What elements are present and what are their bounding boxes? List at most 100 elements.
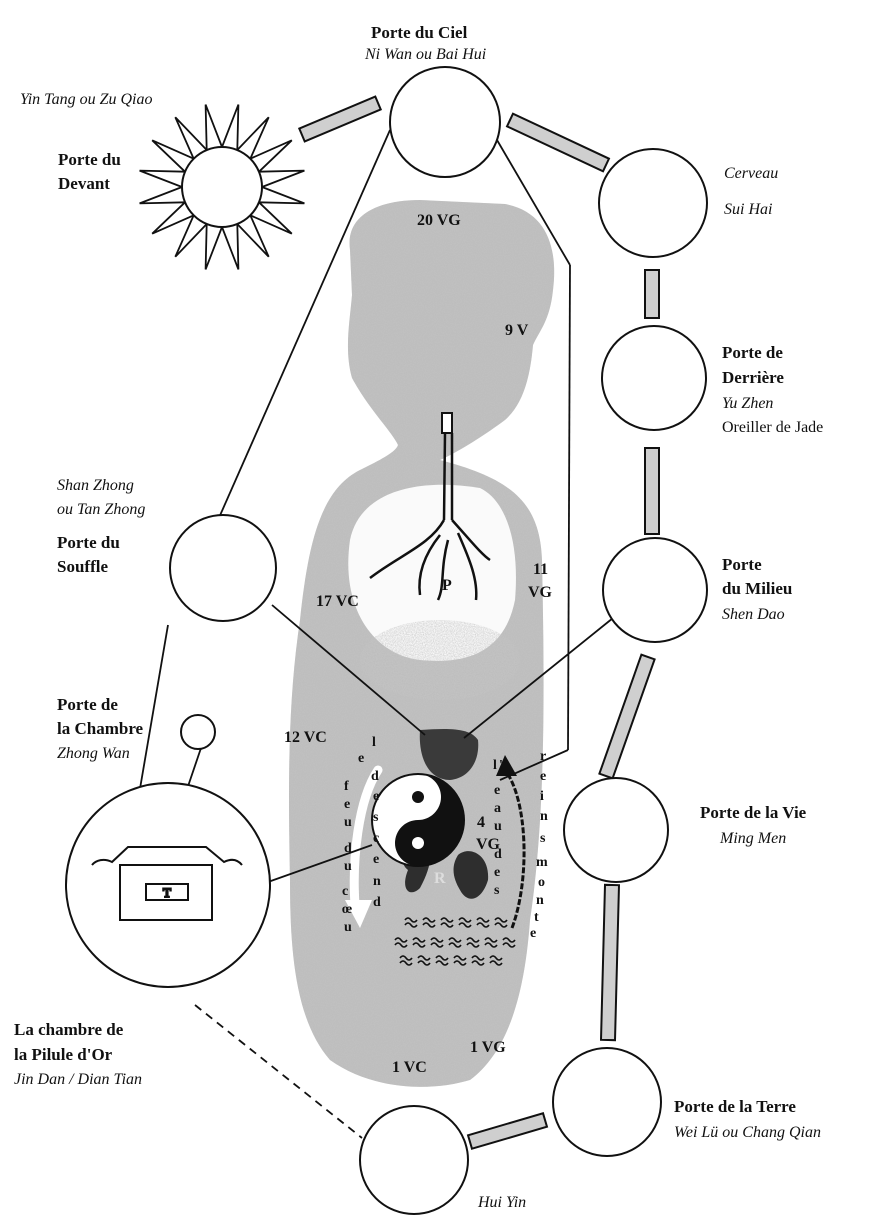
marker-1vc: 1 VC (392, 1059, 427, 1076)
marker-4: 4 (477, 814, 485, 831)
svg-text:u: u (344, 859, 352, 874)
svg-text:Porte de: Porte de (57, 695, 118, 714)
rise-arrow (503, 769, 526, 929)
marker-20vg: 20 VG (417, 212, 461, 229)
gate-circles (65, 66, 708, 1215)
gate-huiyin-circle (359, 1105, 469, 1215)
channel-segment (599, 883, 621, 1042)
svg-text:Shan Zhong: Shan Zhong (57, 477, 134, 494)
svg-text:e: e (540, 769, 546, 784)
gate-ciel-circle (389, 66, 501, 178)
svg-text:m: m (536, 855, 548, 870)
wave-glyph (404, 917, 418, 928)
sun-icon (139, 104, 305, 270)
trachea (369, 412, 491, 601)
wave-glyph (494, 917, 508, 928)
svg-text:La chambre de: La chambre de (14, 1020, 124, 1039)
svg-text:n: n (536, 893, 544, 908)
svg-text:Oreiller de Jade: Oreiller de Jade (722, 419, 823, 436)
wave-glyph (502, 937, 516, 948)
svg-text:t: t (534, 910, 539, 925)
svg-text:f: f (344, 779, 349, 794)
governor-channel (297, 95, 660, 1150)
svg-text:a: a (494, 801, 501, 816)
marker-r: R (434, 870, 446, 887)
svg-text:Derrière: Derrière (722, 368, 784, 387)
svg-text:la Chambre: la Chambre (57, 719, 144, 738)
wave-glyph (399, 955, 413, 966)
svg-text:Zhong Wan: Zhong Wan (57, 745, 130, 762)
svg-text:d: d (494, 847, 502, 862)
svg-text:': ' (499, 758, 503, 773)
wave-glyph (440, 917, 454, 928)
svg-text:s: s (373, 810, 379, 825)
gate-vie-circle (563, 777, 669, 883)
svg-text:Devant: Devant (58, 174, 110, 193)
svg-text:e: e (494, 783, 500, 798)
svg-text:u: u (344, 920, 352, 935)
label-ciel: Porte du Ciel Ni Wan ou Bai Hui (364, 23, 486, 63)
svg-text:e: e (373, 789, 379, 804)
marker-9v: 9 V (505, 322, 529, 339)
wave-glyph (417, 955, 431, 966)
svg-text:Porte de la Terre: Porte de la Terre (674, 1097, 796, 1116)
svg-text:la Pilule d'Or: la Pilule d'Or (14, 1045, 113, 1064)
svg-text:d: d (373, 895, 381, 910)
svg-text:e: e (530, 926, 536, 941)
svg-text:o: o (538, 875, 545, 890)
svg-text:Sui Hai: Sui Hai (724, 201, 772, 218)
marker-11-vg: VG (528, 584, 553, 601)
svg-text:r: r (540, 749, 546, 764)
wave-glyph (394, 937, 408, 948)
svg-text:c: c (373, 831, 379, 846)
svg-text:d: d (344, 841, 352, 856)
svg-text:l: l (493, 758, 497, 773)
wave-glyph (489, 955, 503, 966)
label-terre: Porte de la Terre Wei Lü ou Chang Qian (674, 1097, 821, 1141)
marker-4-vg: VG (476, 836, 501, 853)
box-symbol: T (163, 885, 171, 900)
gate-souffle-circle (169, 514, 277, 622)
label-devant: Yin Tang ou Zu Qiao Porte du Devant (20, 91, 152, 193)
channel-segment (505, 112, 611, 173)
svg-text:Yu Zhen: Yu Zhen (722, 395, 773, 412)
svg-text:Porte de la Vie: Porte de la Vie (700, 803, 807, 822)
wave-glyph (430, 937, 444, 948)
svg-text:Cerveau: Cerveau (724, 165, 778, 182)
rise-arrow-head (496, 755, 517, 776)
label-milieu: Porte du Milieu Shen Dao (722, 555, 792, 623)
svg-text:Shen Dao: Shen Dao (722, 606, 785, 623)
svg-text:d: d (371, 769, 379, 784)
label-cerveau: Cerveau Sui Hai (724, 165, 778, 218)
heart-organ (419, 729, 479, 780)
wave-glyph (458, 917, 472, 928)
marker-17vc: 17 VC (316, 593, 359, 610)
svg-text:u: u (344, 815, 352, 830)
gate-milieu-circle (602, 537, 708, 643)
gate-cerveau-circle (598, 148, 708, 258)
svg-text:e: e (373, 852, 379, 867)
svg-text:n: n (373, 874, 381, 889)
water-waves (394, 917, 516, 966)
svg-text:œ: œ (342, 902, 352, 917)
svg-text:Souffle: Souffle (57, 557, 108, 576)
svg-text:Porte du: Porte du (58, 150, 121, 169)
svg-text:Wei Lü ou Chang Qian: Wei Lü ou Chang Qian (674, 1124, 821, 1141)
svg-text:n: n (540, 809, 548, 824)
svg-text:s: s (540, 831, 546, 846)
svg-text:s: s (494, 883, 500, 898)
label-vie: Porte de la Vie Ming Men (700, 803, 807, 847)
gate-derriere-circle (601, 325, 707, 431)
marker-1vg: 1 VG (470, 1039, 506, 1056)
svg-text:i: i (540, 789, 544, 804)
channel-segment (466, 1112, 549, 1150)
gate-terre-circle (552, 1047, 662, 1157)
marker-p: P (442, 577, 452, 594)
svg-text:Hui Yin: Hui Yin (477, 1194, 526, 1211)
label-derriere: Porte de Derrière Yu Zhen Oreiller de Ja… (722, 343, 823, 436)
svg-text:Ni Wan ou Bai Hui: Ni Wan ou Bai Hui (364, 46, 486, 63)
gate-chambre-circle (180, 714, 216, 750)
wave-glyph (435, 955, 449, 966)
svg-text:e: e (344, 797, 350, 812)
